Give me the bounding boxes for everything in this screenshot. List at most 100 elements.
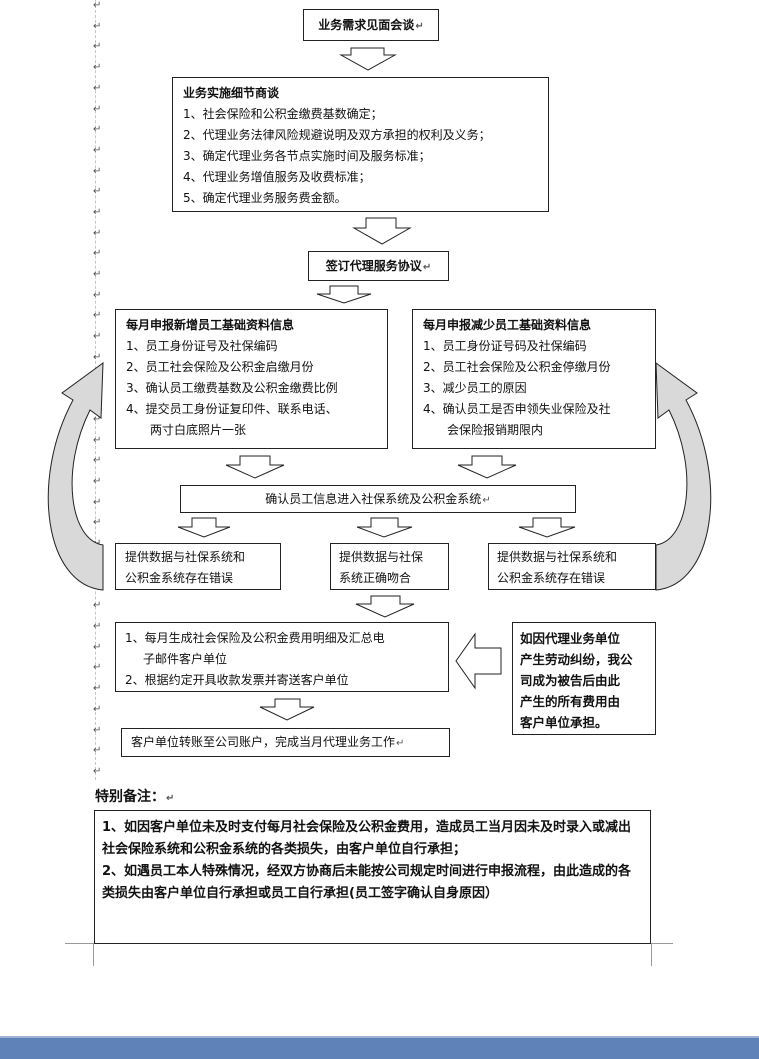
paragraph-mark: ↵ bbox=[93, 186, 102, 197]
paragraph-mark: ↵ bbox=[93, 559, 102, 570]
paragraph-mark: ↵ bbox=[93, 166, 102, 177]
down-arrow-icon bbox=[177, 517, 231, 538]
new-employee-item: 3、确认员工缴费基数及公积金缴费比例 bbox=[126, 381, 338, 395]
down-arrow-icon bbox=[356, 517, 413, 538]
negotiation-item: 4、代理业务增值服务及收费标准； bbox=[183, 170, 371, 184]
paragraph-mark: ↵ bbox=[93, 683, 102, 694]
reduce-employee-info-box: 每月申报减少员工基础资料信息 1、员工身份证号码及社保编码 2、员工社会保险及公… bbox=[412, 309, 656, 449]
paragraph-mark: ↵ bbox=[93, 269, 102, 280]
down-arrow-icon bbox=[225, 455, 285, 479]
paragraph-mark: ↵ bbox=[93, 83, 102, 94]
status-bar bbox=[0, 1038, 759, 1059]
labor-dispute-box: 如因代理业务单位 产生劳动纠纷，我公 司成为被告后由此 产生的所有费用由 客户单… bbox=[512, 622, 656, 735]
final-transfer-text: 客户单位转账至公司账户，完成当月代理业务工作 bbox=[131, 735, 396, 749]
paragraph-mark: ↵ bbox=[93, 352, 102, 363]
paragraph-mark: ↵ bbox=[93, 435, 102, 446]
reduce-employee-item: 4、确认员工是否申领失业保险及社 bbox=[423, 402, 611, 416]
monthly-report-box: 1、每月生成社会保险及公积金费用明细及汇总电 子邮件客户单位 2、根据约定开具收… bbox=[115, 622, 449, 692]
special-note-2: 2、如遇员工本人特殊情况，经双方协商后未能按公司规定时间进行申报流程，由此造成的… bbox=[102, 864, 632, 901]
paragraph-mark: ↵ bbox=[93, 600, 102, 611]
new-employee-item: 两寸白底照片一张 bbox=[150, 423, 247, 437]
result-error-left-line: 提供数据与社保系统和 bbox=[125, 550, 246, 564]
step-meeting-box: 业务需求见面会谈↵ bbox=[303, 9, 439, 41]
crop-mark bbox=[93, 944, 94, 966]
paragraph-mark: ↵ bbox=[93, 704, 102, 715]
negotiation-item: 5、确定代理业务服务费金额。 bbox=[183, 191, 347, 205]
result-error-right-line: 提供数据与社保系统和 bbox=[497, 550, 618, 564]
result-correct-line: 提供数据与社保 bbox=[339, 550, 424, 564]
down-arrow-icon bbox=[316, 285, 372, 304]
new-employee-info-box: 每月申报新增员工基础资料信息 1、员工身份证号及社保编码 2、员工社会保险及公积… bbox=[115, 309, 388, 449]
special-note-1: 1、如因客户单位未及时支付每月社会保险及公积金费用，造成员工当月因未及时录入或减… bbox=[102, 820, 632, 857]
paragraph-mark: ↵ bbox=[93, 745, 102, 756]
step-negotiation-box: 业务实施细节商谈 1、社会保险和公积金缴费基数确定； 2、代理业务法律风险规避说… bbox=[172, 77, 549, 212]
result-error-left-box: 提供数据与社保系统和 公积金系统存在错误 bbox=[115, 543, 281, 590]
paragraph-mark: ↵ bbox=[93, 455, 102, 466]
reduce-employee-item: 1、员工身份证号码及社保编码 bbox=[423, 339, 587, 353]
left-arrow-icon bbox=[455, 632, 502, 690]
down-arrow-icon bbox=[355, 595, 415, 618]
result-correct-line: 系统正确吻合 bbox=[339, 571, 412, 585]
monthly-report-line: 子邮件客户单位 bbox=[143, 652, 228, 666]
step-meeting-text: 业务需求见面会谈 bbox=[318, 18, 415, 32]
negotiation-title: 业务实施细节商谈 bbox=[183, 86, 280, 100]
negotiation-item: 3、确定代理业务各节点实施时间及服务标准； bbox=[183, 149, 431, 163]
paragraph-mark: ↵ bbox=[93, 621, 102, 632]
paragraph-mark: ↵ bbox=[93, 290, 102, 301]
paragraph-mark: ↵ bbox=[93, 517, 102, 528]
new-employee-item: 1、员工身份证号及社保编码 bbox=[126, 339, 278, 353]
paragraph-mark: ↵ bbox=[93, 248, 102, 259]
negotiation-item: 1、社会保险和公积金缴费基数确定； bbox=[183, 107, 383, 121]
step-sign-text: 签订代理服务协议 bbox=[325, 259, 422, 273]
result-correct-box: 提供数据与社保 系统正确吻合 bbox=[330, 543, 449, 590]
crop-mark bbox=[651, 943, 673, 944]
down-arrow-icon bbox=[259, 698, 315, 721]
paragraph-mark: ↵ bbox=[93, 331, 102, 342]
new-employee-title: 每月申报新增员工基础资料信息 bbox=[126, 318, 295, 332]
crop-mark bbox=[651, 944, 652, 966]
paragraph-mark: ↵ bbox=[93, 497, 102, 508]
paragraph-mark: ↵ bbox=[93, 62, 102, 73]
paragraph-mark: ↵ bbox=[93, 104, 102, 115]
labor-dispute-line: 产生劳动纠纷，我公 bbox=[520, 652, 633, 667]
negotiation-item: 2、代理业务法律风险规避说明及双方承担的权利及义务； bbox=[183, 128, 491, 142]
confirm-system-box: 确认员工信息进入社保系统及公积金系统↵ bbox=[180, 485, 576, 513]
labor-dispute-line: 如因代理业务单位 bbox=[520, 631, 621, 646]
paragraph-mark: ↵ bbox=[93, 414, 102, 425]
paragraph-mark: ↵ bbox=[93, 476, 102, 487]
down-arrow-icon bbox=[339, 47, 397, 71]
paragraph-mark: ↵ bbox=[93, 393, 102, 404]
paragraph-mark: ↵ bbox=[93, 373, 102, 384]
down-arrow-icon bbox=[518, 517, 576, 538]
crop-mark bbox=[65, 943, 94, 944]
down-arrow-icon bbox=[457, 455, 517, 479]
paragraph-mark: ↵ bbox=[93, 0, 102, 11]
paragraph-mark: ↵ bbox=[93, 310, 102, 321]
labor-dispute-line: 产生的所有费用由 bbox=[520, 694, 621, 709]
page-divider bbox=[0, 1036, 759, 1038]
paragraph-mark: ↵ bbox=[93, 228, 102, 239]
paragraph-mark: ↵ bbox=[93, 538, 102, 549]
labor-dispute-line: 客户单位承担。 bbox=[520, 715, 608, 730]
special-notes-title-text: 特别备注： bbox=[95, 789, 165, 805]
paragraph-mark: ↵ bbox=[93, 124, 102, 135]
labor-dispute-line: 司成为被告后由此 bbox=[520, 673, 621, 688]
special-notes-box: 1、如因客户单位未及时支付每月社会保险及公积金费用，造成员工当月因未及时录入或减… bbox=[94, 810, 651, 944]
final-transfer-box: 客户单位转账至公司账户，完成当月代理业务工作↵ bbox=[121, 728, 450, 757]
paragraph-mark: ↵ bbox=[93, 21, 102, 32]
special-notes-title: 特别备注：↵ bbox=[95, 789, 175, 805]
reduce-employee-item: 2、员工社会保险及公积金停缴月份 bbox=[423, 360, 611, 374]
confirm-system-text: 确认员工信息进入社保系统及公积金系统 bbox=[265, 492, 482, 506]
paragraph-mark: ↵ bbox=[93, 41, 102, 52]
monthly-report-line: 1、每月生成社会保险及公积金费用明细及汇总电 bbox=[125, 631, 385, 645]
step-sign-box: 签订代理服务协议↵ bbox=[308, 251, 449, 281]
result-error-right-line: 公积金系统存在错误 bbox=[497, 571, 606, 585]
paragraph-mark: ↵ bbox=[93, 725, 102, 736]
paragraph-mark: ↵ bbox=[93, 580, 102, 591]
paragraph-mark: ↵ bbox=[93, 145, 102, 156]
reduce-employee-item: 会保险报销期限内 bbox=[447, 423, 544, 437]
reduce-employee-title: 每月申报减少员工基础资料信息 bbox=[423, 318, 592, 332]
reduce-employee-item: 3、减少员工的原因 bbox=[423, 381, 527, 395]
paragraph-mark: ↵ bbox=[93, 766, 102, 777]
result-error-right-box: 提供数据与社保系统和 公积金系统存在错误 bbox=[488, 543, 656, 590]
